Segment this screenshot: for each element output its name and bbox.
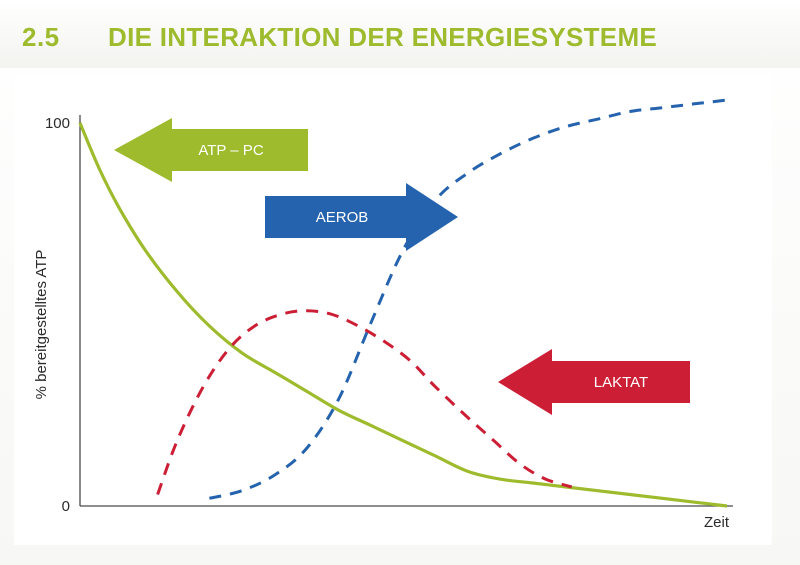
y-tick-label-top: 100 — [45, 115, 70, 132]
energy-systems-chart: 100 0 Zeit % bereitgestelltes ATP ATP – … — [33, 98, 733, 531]
arrow-aerob: AEROB — [265, 183, 458, 251]
page-header: 2.5 DIE INTERAKTION DER ENERGIESYSTEME — [0, 0, 800, 68]
arrow-laktat-label: LAKTAT — [594, 374, 648, 391]
chart-figure: 100 0 Zeit % bereitgestelltes ATP ATP – … — [14, 75, 772, 545]
y-tick-label-bottom: 0 — [62, 498, 70, 515]
arrow-laktat-shape — [498, 349, 690, 415]
series-line-laktat — [156, 309, 573, 496]
arrow-laktat: LAKTAT — [498, 349, 690, 415]
arrow-atp-pc-shape — [114, 118, 308, 182]
section-title: DIE INTERAKTION DER ENERGIESYSTEME — [108, 22, 658, 52]
arrow-aerob-shape — [265, 183, 458, 251]
arrow-atp-pc-label: ATP – PC — [198, 142, 263, 159]
y-axis-label: % bereitgestelltes ATP — [33, 250, 50, 400]
section-number: 2.5 — [22, 22, 60, 52]
series-line-atp-pc — [78, 122, 728, 508]
arrow-aerob-label: AEROB — [316, 209, 369, 226]
series-layer — [78, 98, 728, 508]
series-line-aerob — [209, 98, 728, 500]
arrow-atp-pc: ATP – PC — [114, 118, 308, 182]
x-axis-label: Zeit — [704, 514, 730, 531]
